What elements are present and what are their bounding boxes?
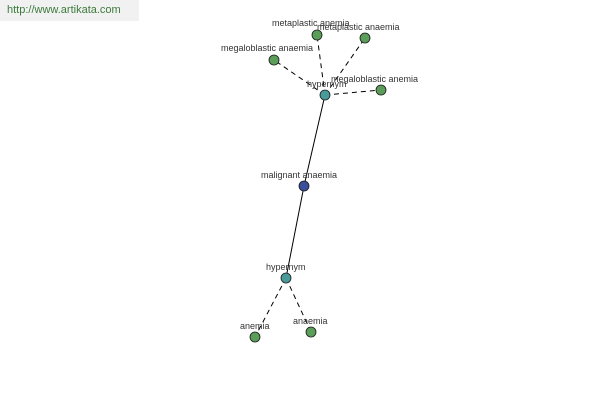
node-circle-leaf[interactable] [359, 32, 371, 44]
edge-center-hyp_bot [285, 185, 305, 279]
graph-node-n_anaemia[interactable]: anaemia [293, 316, 328, 338]
edge-hyp_top-n_meta2 [324, 37, 366, 96]
edge-hyp_bot-n_anaemia [285, 277, 312, 333]
edge-hyp_top-n_meta1 [316, 34, 326, 96]
node-circle-relation[interactable] [319, 89, 331, 101]
node-label: megaloblastic anemia [331, 74, 418, 84]
node-label: anaemia [293, 316, 328, 326]
edge-hyp_top-n_mega2 [324, 89, 382, 96]
node-circle-relation[interactable] [280, 272, 292, 284]
edges-layer [254, 34, 382, 338]
node-label: megaloblastic anaemia [221, 43, 313, 53]
nodes-layer: malignant anaemia hypernym hypernym metapla… [221, 18, 418, 343]
node-label: malignant anaemia [261, 170, 337, 180]
node-circle-leaf[interactable] [375, 84, 387, 96]
node-circle-center[interactable] [298, 180, 310, 192]
graph-node-n_anemia[interactable]: anemia [240, 321, 270, 343]
node-label: metaplastic anemia [272, 18, 350, 28]
edge-hyp_top-n_mega1 [273, 59, 326, 96]
node-label: hypernym [266, 262, 306, 272]
edge-center-hyp_top [303, 94, 326, 187]
graph-node-n_meta2[interactable]: metaplastic anaemia [317, 22, 400, 44]
node-label: anemia [240, 321, 270, 331]
graph-node-n_mega2[interactable]: megaloblastic anemia [331, 74, 418, 96]
graph-node-hyp_bot[interactable]: hypernym [266, 262, 306, 284]
node-label: hypernym [307, 79, 347, 89]
graph-node-hyp_top[interactable]: hypernym [307, 79, 347, 101]
source-url-link[interactable]: http://www.artikata.com [7, 4, 121, 16]
node-label: metaplastic anaemia [317, 22, 400, 32]
node-circle-leaf[interactable] [305, 326, 317, 338]
graph-node-n_meta1[interactable]: metaplastic anemia [272, 18, 350, 41]
graph-node-n_mega1[interactable]: megaloblastic anaemia [221, 43, 313, 66]
node-circle-leaf[interactable] [249, 331, 261, 343]
node-circle-leaf[interactable] [311, 29, 323, 41]
graph-node-center[interactable]: malignant anaemia [261, 170, 337, 192]
source-url-bar: http://www.artikata.com [0, 0, 139, 21]
edge-hyp_bot-n_anemia [254, 277, 287, 338]
node-circle-leaf[interactable] [268, 54, 280, 66]
